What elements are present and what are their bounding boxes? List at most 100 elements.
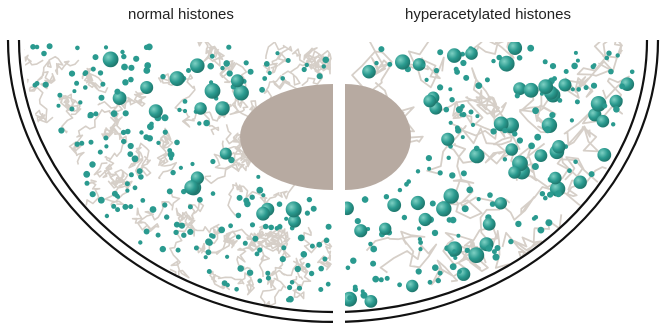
nucleosome-201 [112, 191, 118, 197]
nucleosome-289 [532, 163, 539, 170]
nucleosome-36 [204, 255, 208, 259]
nucleosome-324 [453, 256, 457, 260]
nucleosome-117 [207, 63, 214, 70]
nucleosome-376 [552, 76, 557, 81]
nucleosome-43 [248, 69, 254, 75]
nucleosome-422 [432, 264, 439, 271]
nucleosome-52 [194, 246, 199, 251]
nucleosome-372 [430, 201, 436, 207]
nucleosome-135 [72, 89, 76, 93]
nucleosome-238 [535, 149, 548, 162]
nucleosome-359 [547, 192, 553, 198]
nucleosome-72 [93, 54, 99, 60]
nucleosome-228 [114, 89, 120, 95]
nucleosome-32 [120, 50, 124, 54]
nucleosome-277 [378, 46, 384, 52]
nucleosome-233 [567, 168, 572, 173]
nucleosome-7 [268, 225, 274, 231]
nucleosome-80 [317, 73, 323, 79]
nucleosome-191 [121, 130, 126, 135]
nucleosome-149 [190, 162, 194, 166]
nucleosome-53 [210, 159, 215, 164]
nucleosome-95 [268, 71, 272, 75]
nucleosome-300 [463, 75, 469, 81]
nucleosome-357 [508, 239, 513, 244]
nucleosome-418 [549, 172, 562, 185]
nucleosome-395 [495, 197, 507, 209]
nucleosome-332 [353, 285, 358, 290]
nucleosome-173 [323, 57, 330, 64]
nucleosome-60 [281, 245, 286, 250]
nucleosome-392 [448, 87, 452, 91]
nucleosome-49 [244, 60, 249, 65]
nucleosome-120 [220, 66, 224, 70]
nucleosome-378 [447, 156, 451, 160]
nucleosome-133 [311, 206, 317, 212]
nucleosome-0 [177, 108, 181, 112]
nucleosome-157 [234, 287, 239, 292]
nucleosome-344 [449, 172, 455, 178]
nucleosome-259 [374, 61, 378, 65]
nucleosome-4 [259, 87, 265, 93]
nucleosome-290 [387, 62, 392, 67]
nucleosome-380 [416, 169, 420, 173]
nucleosome-282 [411, 196, 425, 210]
nucleosome-285 [406, 280, 418, 292]
nucleosome-71 [226, 45, 231, 50]
nucleosome-162 [306, 263, 311, 268]
nucleosome-132 [295, 266, 301, 272]
nucleosome-351 [416, 268, 422, 274]
nucleosome-306 [487, 192, 493, 198]
nucleosome-379 [454, 69, 460, 75]
nucleosome-217 [156, 233, 161, 238]
nucleosome-305 [574, 176, 587, 189]
nucleosome-427 [350, 258, 356, 264]
nucleosome-78 [174, 140, 180, 146]
nucleosome-45 [243, 198, 249, 204]
nucleosome-175 [149, 122, 154, 127]
nucleosome-65 [316, 242, 322, 248]
nucleosome-404 [608, 69, 614, 75]
nucleosome-367 [444, 188, 459, 203]
nucleosome-334 [550, 63, 556, 69]
nucleosome-207 [98, 197, 105, 204]
nucleosome-343 [474, 146, 480, 152]
nucleosome-192 [75, 142, 80, 147]
nucleosome-312 [544, 126, 551, 133]
nucleosome-366 [384, 194, 389, 199]
nucleosome-196 [205, 238, 212, 245]
nucleosome-246 [490, 201, 496, 207]
nucleosome-356 [387, 198, 401, 212]
nucleosome-361 [564, 69, 569, 74]
nucleosome-205 [156, 141, 160, 145]
nucleosome-114 [275, 51, 279, 55]
nucleosome-330 [426, 155, 432, 161]
nucleosome-130 [215, 101, 229, 115]
nucleosome-6 [133, 56, 139, 62]
nucleosome-224 [220, 148, 232, 160]
nucleosome-17 [243, 241, 248, 246]
nucleosome-314 [490, 128, 496, 134]
nucleosome-206 [209, 80, 213, 84]
nucleosome-56 [41, 51, 47, 57]
nucleosome-59 [318, 266, 324, 272]
nucleosome-147 [284, 217, 288, 221]
nucleosome-213 [140, 198, 145, 203]
nucleosome-301 [524, 83, 539, 98]
nucleosome-26 [162, 202, 167, 207]
nucleosome-69 [139, 130, 143, 134]
nucleosome-388 [491, 59, 495, 63]
nucleosome-68 [256, 175, 260, 179]
nucleosome-435 [505, 143, 518, 156]
nucleosome-383 [368, 242, 373, 247]
chromatin-fiber-left-35 [261, 272, 286, 310]
nucleosome-198 [290, 280, 295, 285]
nucleosome-375 [362, 65, 376, 79]
nucleosome-411 [496, 55, 502, 61]
nucleosome-212 [287, 296, 294, 303]
nucleosome-415 [552, 140, 565, 153]
nucleosome-21 [43, 82, 49, 88]
nucleosome-186 [261, 193, 265, 197]
nucleosome-134 [98, 70, 103, 75]
nucleosome-131 [280, 256, 286, 262]
